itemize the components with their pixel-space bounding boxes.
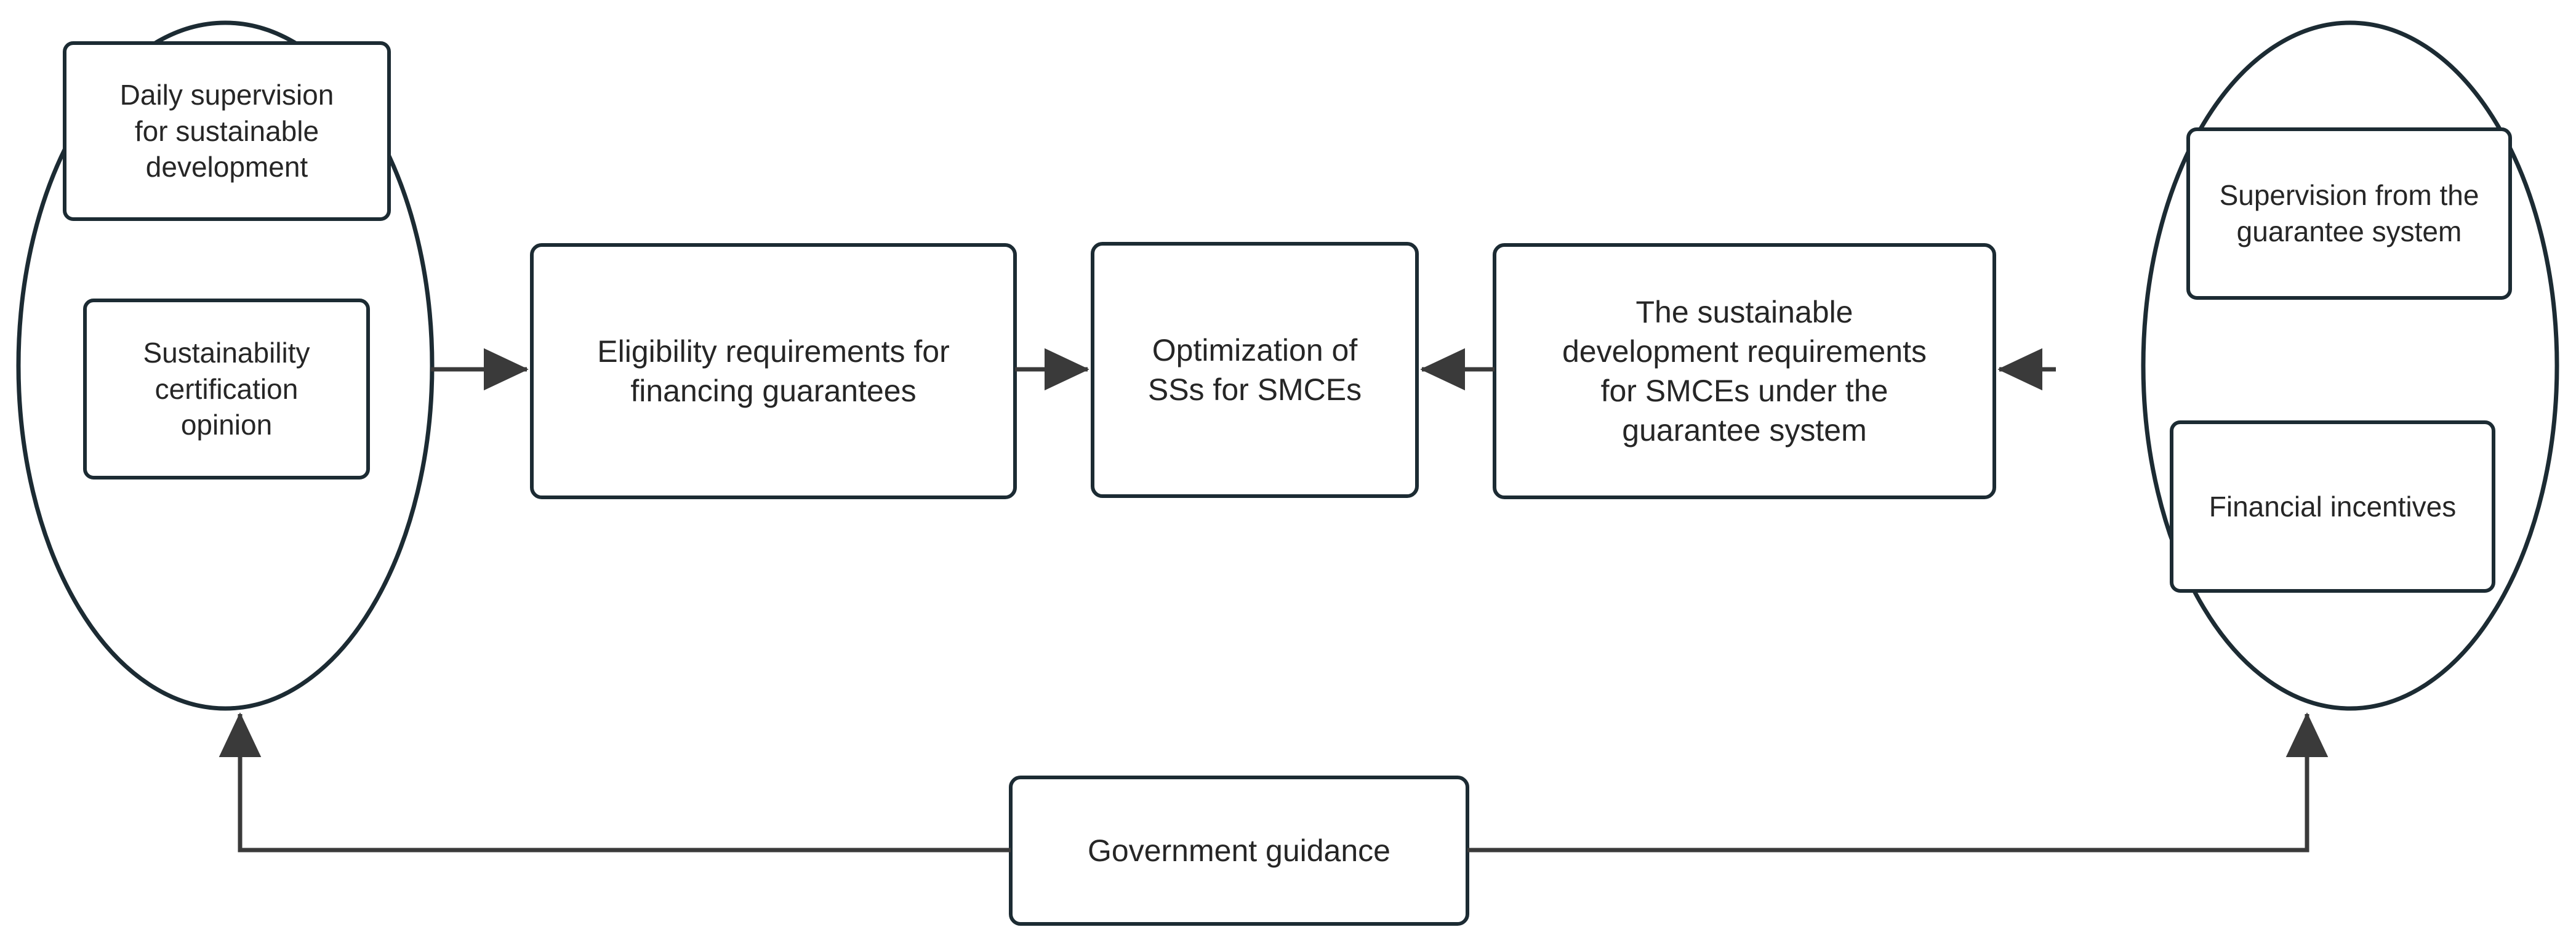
left-group-ellipse bbox=[16, 20, 435, 711]
connector-government-to-left bbox=[219, 712, 1011, 853]
node-eligibility-box[interactable] bbox=[530, 243, 1017, 499]
right-group-ellipse bbox=[2141, 20, 2559, 711]
right-item-1-box[interactable] bbox=[2186, 127, 2512, 300]
left-item-2-box[interactable] bbox=[83, 299, 370, 480]
right-item-2-box[interactable] bbox=[2170, 420, 2495, 593]
node-requirements-box[interactable] bbox=[1493, 243, 1996, 499]
left-item-1-box[interactable] bbox=[63, 41, 391, 221]
node-optimization-box[interactable] bbox=[1091, 242, 1419, 498]
node-government-box[interactable] bbox=[1009, 776, 1469, 926]
connector-government-to-right bbox=[1467, 712, 2329, 853]
